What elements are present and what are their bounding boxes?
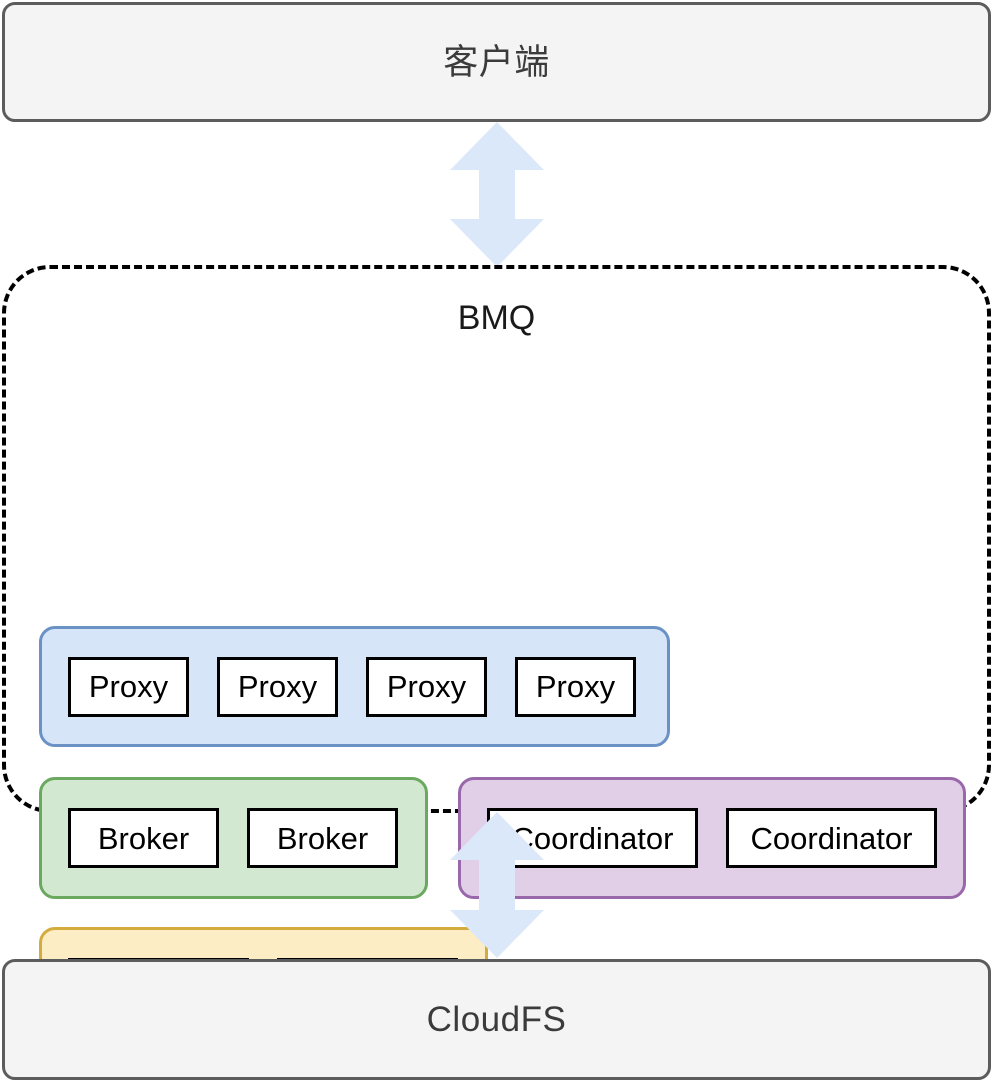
- broker-node[interactable]: Broker: [68, 808, 219, 868]
- cloudfs-node: CloudFS: [2, 959, 991, 1080]
- client-bmq-double-arrow-icon: [450, 122, 544, 267]
- cloudfs-label: CloudFS: [426, 1000, 567, 1039]
- coordinator-node-label: Coordinator: [511, 820, 674, 856]
- broker-node-label: Broker: [276, 820, 369, 856]
- client-label: 客户端: [443, 42, 550, 82]
- proxy-node[interactable]: Proxy: [366, 656, 487, 717]
- broker-node[interactable]: Broker: [247, 808, 398, 868]
- bmq-title: BMQ: [457, 299, 536, 337]
- broker-group-nodes: Broker Broker: [42, 808, 398, 868]
- proxy-node[interactable]: Proxy: [515, 656, 636, 717]
- coordinator-node-label: Coordinator: [750, 820, 913, 856]
- proxy-node-label: Proxy: [386, 669, 467, 704]
- proxy-group: Proxy Proxy Proxy Proxy: [39, 626, 670, 747]
- bmq-cloudfs-double-arrow-icon: [450, 812, 544, 958]
- bmq-container: BMQ Proxy Proxy Proxy Proxy: [2, 265, 991, 1049]
- coordinator-node[interactable]: Coordinator: [726, 808, 937, 868]
- client-node: 客户端: [2, 2, 991, 122]
- proxy-node[interactable]: Proxy: [217, 656, 338, 717]
- proxy-node-label: Proxy: [535, 669, 616, 704]
- proxy-group-nodes: Proxy Proxy Proxy Proxy: [42, 656, 636, 717]
- proxy-node[interactable]: Proxy: [68, 656, 189, 717]
- proxy-node-label: Proxy: [88, 669, 169, 704]
- proxy-node-label: Proxy: [237, 669, 318, 704]
- broker-group: Broker Broker: [39, 777, 428, 899]
- broker-node-label: Broker: [97, 820, 190, 856]
